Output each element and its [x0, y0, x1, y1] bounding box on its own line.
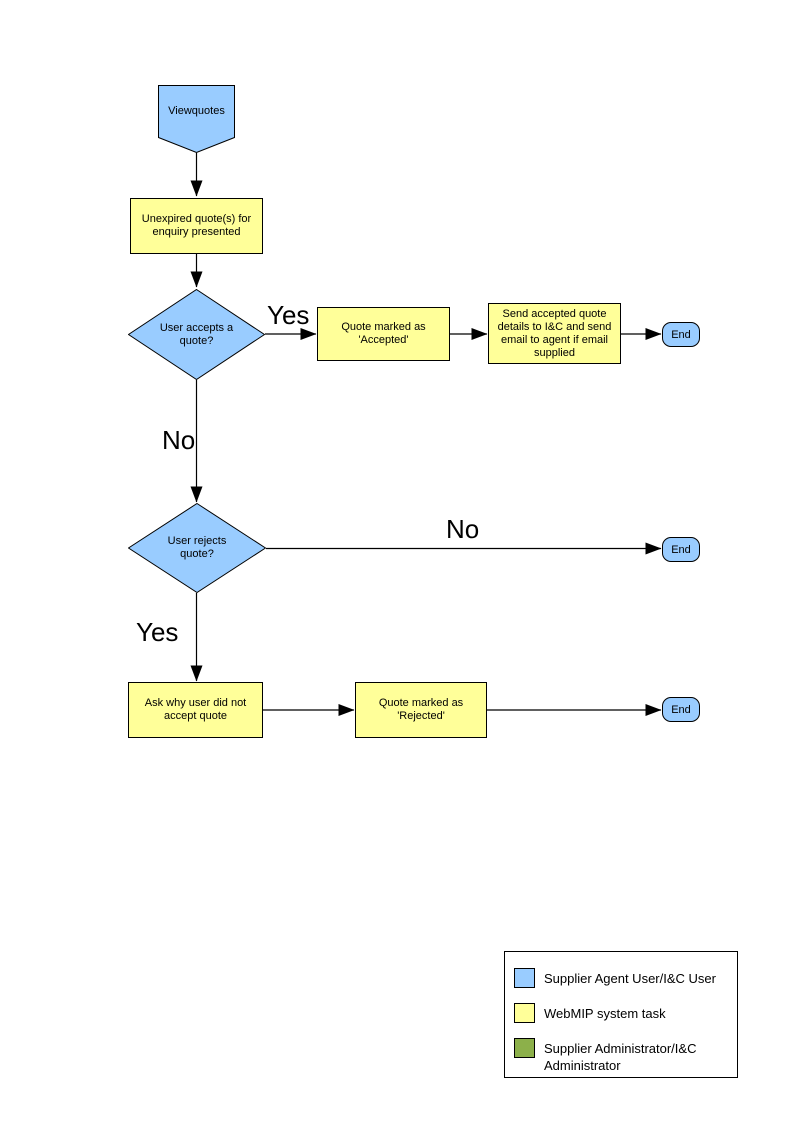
node-unexpired-quotes: Unexpired quote(s) for enquiry presented — [130, 198, 263, 254]
node-user-rejects-label: User rejects quote? — [167, 535, 227, 560]
node-send-details: Send accepted quote details to I&C and s… — [488, 303, 621, 364]
edge-label-rejects-no: No — [446, 514, 480, 544]
legend-swatch-system-icon — [514, 1003, 535, 1023]
legend-label-system: WebMIP system task — [544, 1006, 666, 1021]
diamond-shape-icon — [128, 503, 266, 593]
node-end-accept-label: End — [671, 328, 691, 341]
legend-item-user: Supplier Agent User/I&C User — [514, 968, 733, 988]
node-viewquotes: Viewquotes — [158, 85, 235, 153]
node-ask-why: Ask why user did not accept quote — [128, 682, 263, 738]
node-ask-why-label: Ask why user did not accept quote — [144, 697, 247, 722]
node-quote-rejected: Quote marked as 'Rejected' — [355, 682, 487, 738]
node-unexpired-quotes-label: Unexpired quote(s) for enquiry presented — [141, 213, 252, 238]
legend-label-user: Supplier Agent User/I&C User — [544, 971, 716, 986]
legend-swatch-user-icon — [514, 968, 535, 988]
edge-label-accepts-yes: Yes — [267, 300, 310, 330]
legend-item-admin: Supplier Administrator/I&C Administrator — [514, 1038, 733, 1074]
node-end-reject-no: End — [662, 537, 700, 562]
edge-label-rejects-yes: Yes — [136, 617, 179, 647]
legend-swatch-admin-icon — [514, 1038, 535, 1058]
node-end-reject-no-label: End — [671, 543, 691, 556]
node-user-accepts-label: User accepts a quote? — [159, 321, 234, 347]
node-user-accepts-decision: User accepts a quote? — [128, 289, 265, 380]
diamond-shape-icon — [128, 289, 265, 380]
node-quote-accepted: Quote marked as 'Accepted' — [317, 307, 450, 361]
pentagon-shape-icon — [158, 85, 235, 153]
node-end-reject: End — [662, 697, 700, 722]
node-send-details-label: Send accepted quote details to I&C and s… — [497, 307, 612, 359]
edge-label-accepts-no: No — [162, 425, 196, 455]
legend-label-admin: Supplier Administrator/I&C Administrator — [544, 1041, 697, 1073]
node-quote-accepted-label: Quote marked as 'Accepted' — [341, 321, 426, 346]
legend: Supplier Agent User/I&C User WebMIP syst… — [504, 951, 738, 1078]
node-end-accept: End — [662, 322, 700, 347]
node-quote-rejected-label: Quote marked as 'Rejected' — [378, 697, 464, 722]
legend-item-system: WebMIP system task — [514, 1003, 733, 1023]
node-end-reject-label: End — [671, 703, 691, 716]
node-user-rejects-decision: User rejects quote? — [128, 503, 266, 593]
node-viewquotes-label: Viewquotes — [168, 105, 225, 117]
